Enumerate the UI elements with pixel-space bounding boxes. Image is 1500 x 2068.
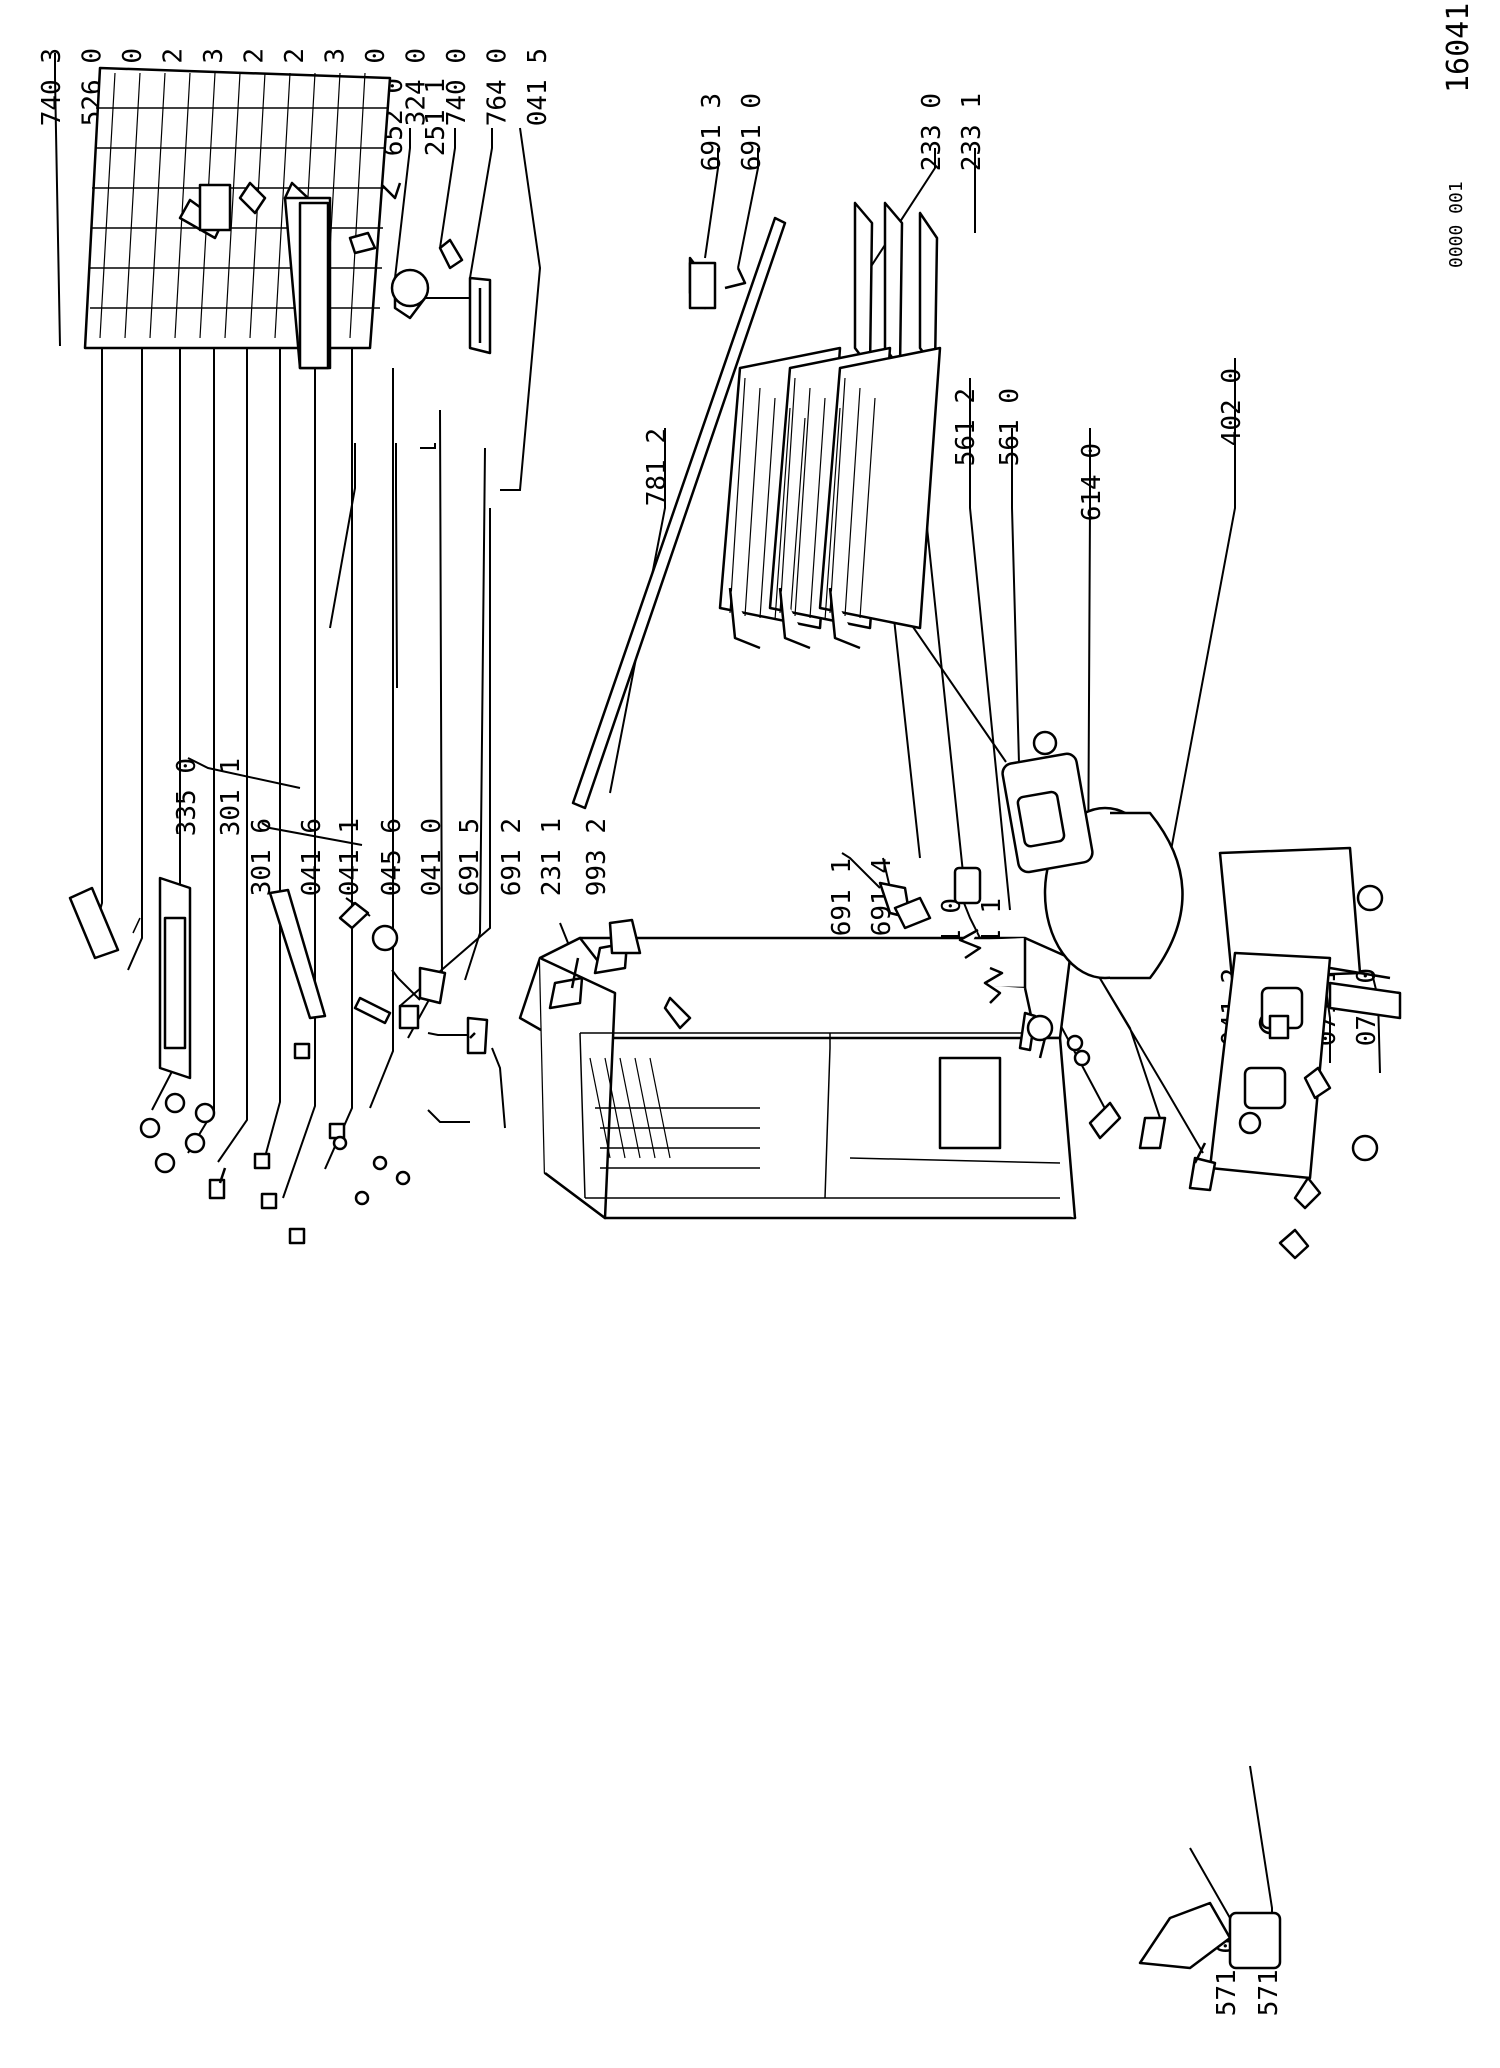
part-label: 233 1: [957, 93, 987, 171]
part-label: 740 3: [37, 48, 67, 126]
condenser-coil: [83, 66, 392, 350]
part-label: 781 2: [642, 428, 672, 506]
drawing-number: 16041: [1441, 3, 1476, 93]
part-label: 335 0: [172, 758, 202, 836]
part-label: 233 0: [917, 93, 947, 171]
part-label: 691 1: [827, 858, 857, 936]
part-label: 041 6: [297, 818, 327, 896]
part-label: 251 1: [421, 78, 451, 156]
part-label: 614 0: [1077, 443, 1107, 521]
wire-shelves: [688, 201, 942, 650]
part-label: 231 1: [537, 818, 567, 896]
part-label: 561 2: [951, 388, 981, 466]
door-hardware: [878, 881, 1402, 1260]
evaporator-parts: [268, 888, 692, 1055]
drawing-code: 0000 001: [1446, 181, 1467, 268]
part-label: 691 2: [497, 818, 527, 896]
control-panel-parts: [68, 876, 420, 1245]
part-label: 301 6: [247, 818, 277, 896]
part-label: 041 1: [335, 818, 365, 896]
part-label: 993 2: [582, 818, 612, 896]
thermostat-parts: [178, 181, 492, 370]
part-label: 561 0: [995, 388, 1025, 466]
part-label: 764 0: [483, 48, 513, 126]
part-label: 740 0: [442, 48, 472, 126]
part-label: 324 0: [402, 48, 432, 126]
part-label: 041 5: [523, 48, 553, 126]
compressor-assembly: [953, 730, 1384, 1970]
strut-bar: [571, 216, 787, 810]
part-label: 691 0: [737, 93, 767, 171]
part-label: 691 3: [697, 93, 727, 171]
part-label: 402 0: [1217, 368, 1247, 446]
cabinet-body: [518, 936, 1077, 1220]
